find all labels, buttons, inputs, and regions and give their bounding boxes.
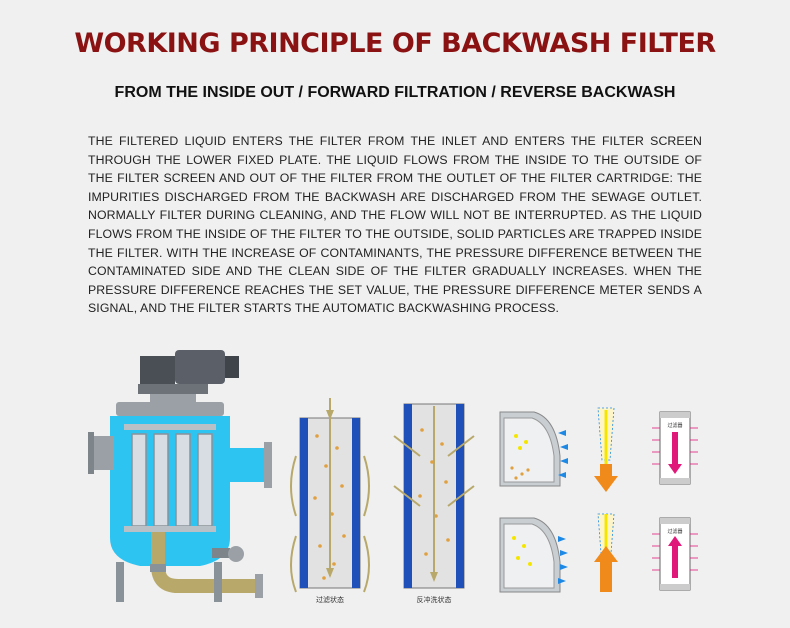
element-label-top: 过滤器 (667, 422, 682, 429)
page-title: WORKING PRINCIPLE OF BACKWASH FILTER (74, 28, 716, 59)
page-subtitle: FROM THE INSIDE OUT / FORWARD FILTRATION… (114, 84, 676, 101)
screen-detail-diagram (499, 411, 568, 593)
filtration-caption: 过滤状态 (316, 595, 344, 604)
flow-direction-diagram (594, 407, 618, 592)
backwash-state-diagram: 反冲洗状态 (393, 403, 475, 604)
filter-machine-diagram (88, 350, 272, 602)
filter-element-diagram: 过滤器 过滤器 (652, 411, 698, 591)
backwash-caption: 反冲洗状态 (417, 595, 452, 604)
description-paragraph: THE FILTERED LIQUID ENTERS THE FILTER FR… (88, 134, 702, 316)
filtration-state-diagram: 过滤状态 (290, 398, 370, 604)
element-label-bottom: 过滤器 (667, 528, 682, 535)
